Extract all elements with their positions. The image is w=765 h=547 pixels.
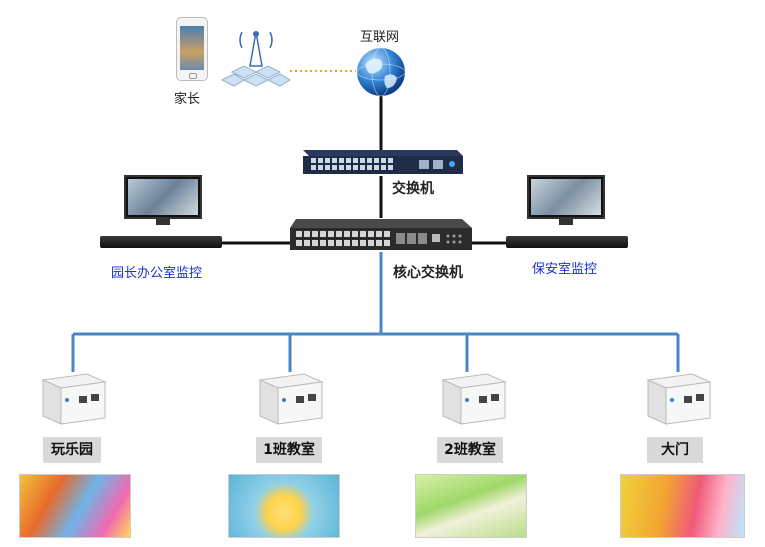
switch-label: 交换机 <box>392 181 434 197</box>
classroom2-photo <box>415 474 527 538</box>
core-switch-icon <box>290 219 472 250</box>
media-converter-icon <box>258 373 324 425</box>
phone-icon <box>176 17 208 81</box>
internet-label: 互联网 <box>360 30 400 45</box>
endpoint-label-playground: 玩乐园 <box>43 437 101 463</box>
media-converter-icon <box>41 373 107 425</box>
switch-icon <box>303 150 463 174</box>
classroom1-photo <box>228 474 340 538</box>
director-office-monitor-label: 园长办公室监控 <box>111 266 203 281</box>
monitor-icon <box>527 175 605 227</box>
playground-photo <box>19 474 131 538</box>
media-converter-icon <box>646 373 712 425</box>
monitor-icon <box>124 175 202 227</box>
nvr-icon <box>506 236 628 248</box>
gate-photo <box>620 474 745 538</box>
cell-tower-icon <box>220 31 291 87</box>
endpoint-label-gate: 大门 <box>647 437 703 463</box>
globe-icon <box>356 47 406 97</box>
core-switch-label: 核心交换机 <box>393 265 463 281</box>
security-room-monitor-label: 保安室监控 <box>532 262 598 277</box>
endpoint-label-class2: 2班教室 <box>437 437 503 463</box>
endpoint-label-class1: 1班教室 <box>256 437 322 463</box>
parent-label: 家长 <box>174 92 201 107</box>
media-converter-icon <box>441 373 507 425</box>
nvr-icon <box>100 236 222 248</box>
